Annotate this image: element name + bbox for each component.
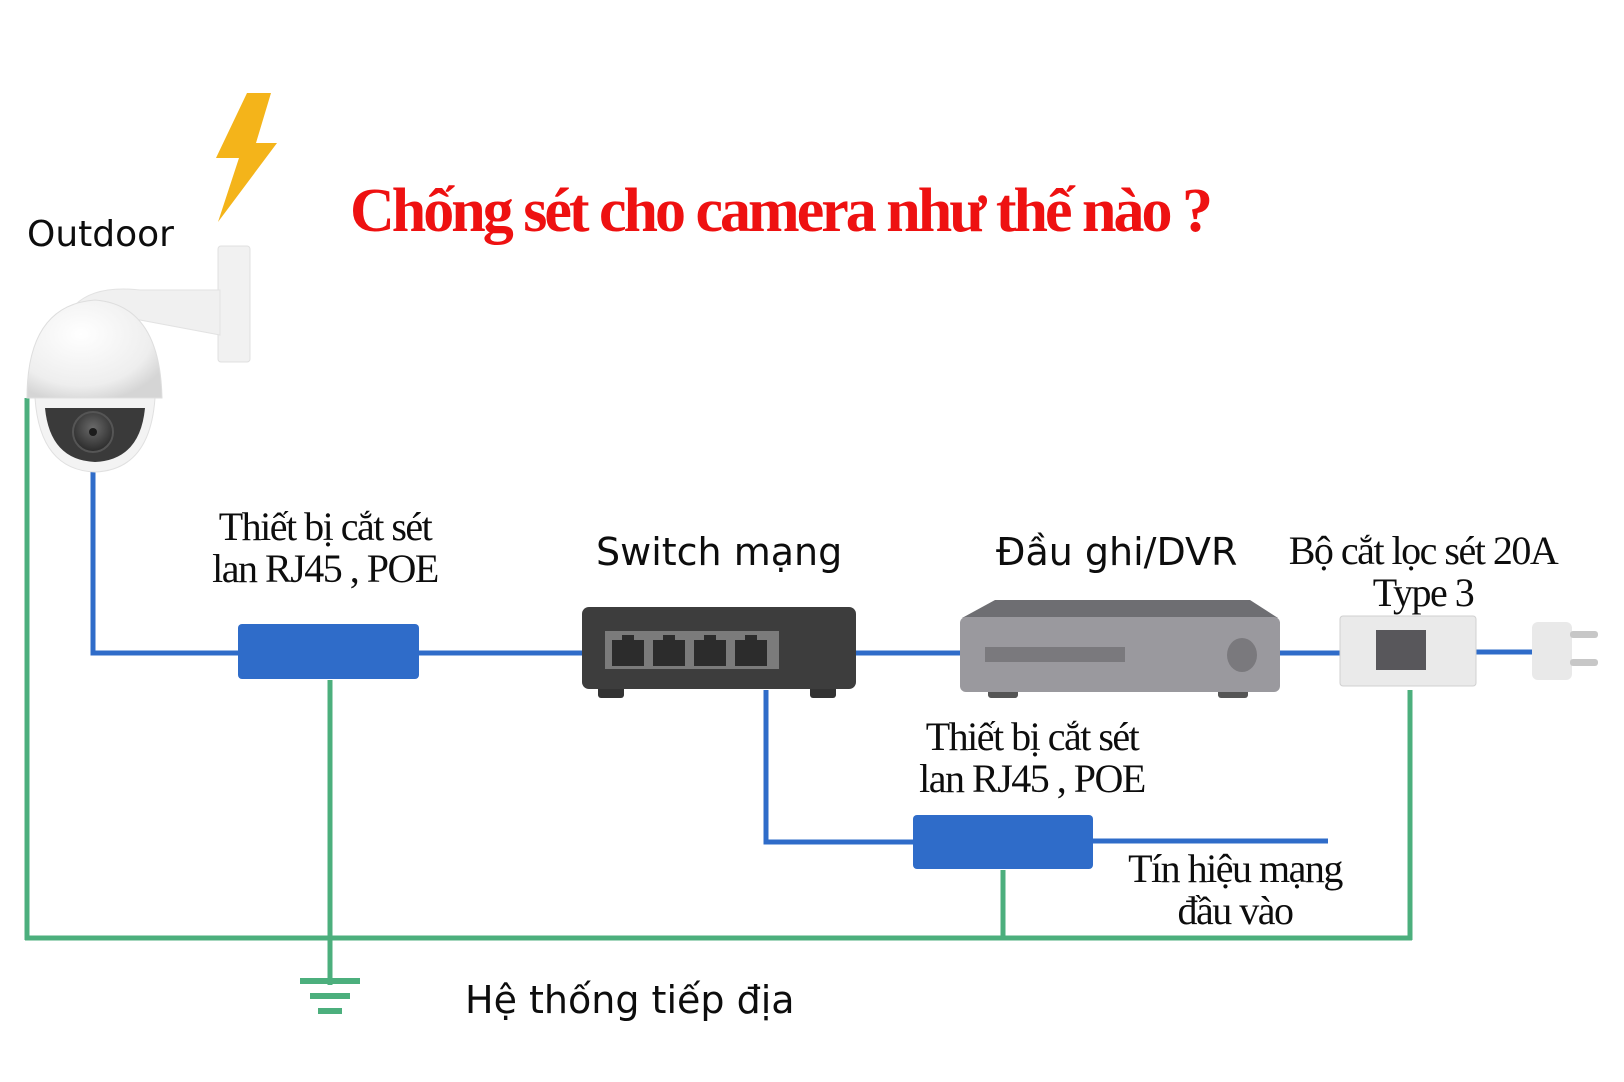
grounding-label: Hệ thống tiếp địa — [465, 978, 795, 1022]
switch-port-4 — [735, 635, 767, 666]
surge-filter-icon — [1339, 615, 1477, 687]
ground-wiring — [24, 398, 1413, 985]
switch-port-2 — [653, 635, 685, 666]
switch-port-1 — [612, 635, 644, 666]
power-plug-icon — [1532, 622, 1598, 680]
outdoor-label: Outdoor — [27, 214, 174, 255]
dvr-label: Đầu ghi/DVR — [996, 530, 1238, 574]
arrester-1-label: Thiết bị cắt sét lan RJ45 , POE — [200, 506, 450, 590]
signal-wiring — [90, 470, 1536, 845]
network-input-label-line-2: đầu vào — [1177, 888, 1294, 933]
arrester-1-label-line-2: lan RJ45 , POE — [212, 546, 439, 591]
ptz-dome-camera-icon — [26, 245, 251, 473]
network-switch-icon — [582, 607, 856, 698]
arrester-1-label-line-1: Thiết bị cắt sét — [218, 504, 433, 549]
switch-ports — [612, 635, 767, 666]
page-title: Chống sét cho camera như thế nào ? — [350, 177, 1213, 245]
network-input-label: Tín hiệu mạng đầu vào — [1110, 848, 1360, 932]
lightning-bolt-icon — [216, 93, 277, 222]
rj45-poe-arrester-2 — [913, 815, 1093, 869]
switch-uplink-cable — [763, 690, 915, 845]
camera-cable — [90, 470, 240, 656]
network-input-label-line-1: Tín hiệu mạng — [1128, 846, 1343, 891]
surge-filter-label-line-2: Type 3 — [1372, 570, 1475, 615]
switch-port-3 — [694, 635, 726, 666]
rj45-poe-arrester-1 — [238, 624, 419, 679]
ground-symbol-icon — [300, 978, 360, 1014]
dvr-recorder-icon — [960, 600, 1280, 698]
surge-filter-label: Bộ cắt lọc sét 20A Type 3 — [1278, 530, 1568, 614]
arrester-2-label-line-2: lan RJ45 , POE — [919, 756, 1146, 801]
switch-label: Switch mạng — [596, 530, 843, 574]
arrester-2-label: Thiết bị cắt sét lan RJ45 , POE — [912, 716, 1152, 800]
arrester-2-label-line-1: Thiết bị cắt sét — [925, 714, 1140, 759]
surge-filter-label-line-1: Bộ cắt lọc sét 20A — [1288, 528, 1559, 573]
